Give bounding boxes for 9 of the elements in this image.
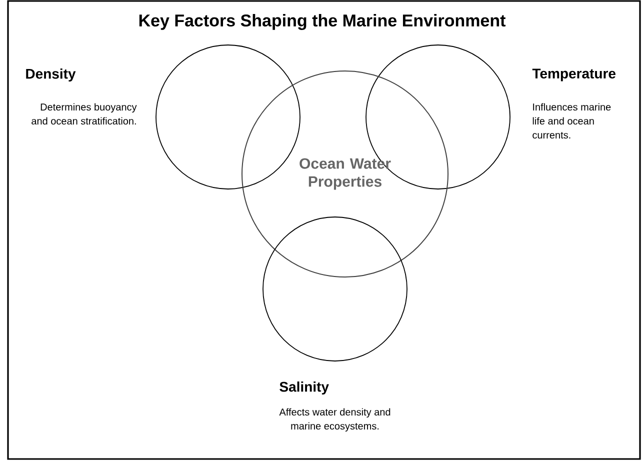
factor-heading: Salinity: [280, 381, 329, 395]
factor-heading: Temperature: [532, 68, 616, 82]
circle: [156, 44, 300, 190]
factor-description: Influences marine life and ocean currents.: [532, 103, 611, 139]
factor-description: Affects water density and marine ecosystems.: [279, 408, 390, 432]
title: Key Factors Shaping the Marine Environment: [139, 14, 506, 30]
factor-heading: Density: [26, 68, 76, 82]
factor-description: Determines buoyancy and ocean stratification.: [32, 103, 137, 125]
circle: [262, 216, 408, 362]
